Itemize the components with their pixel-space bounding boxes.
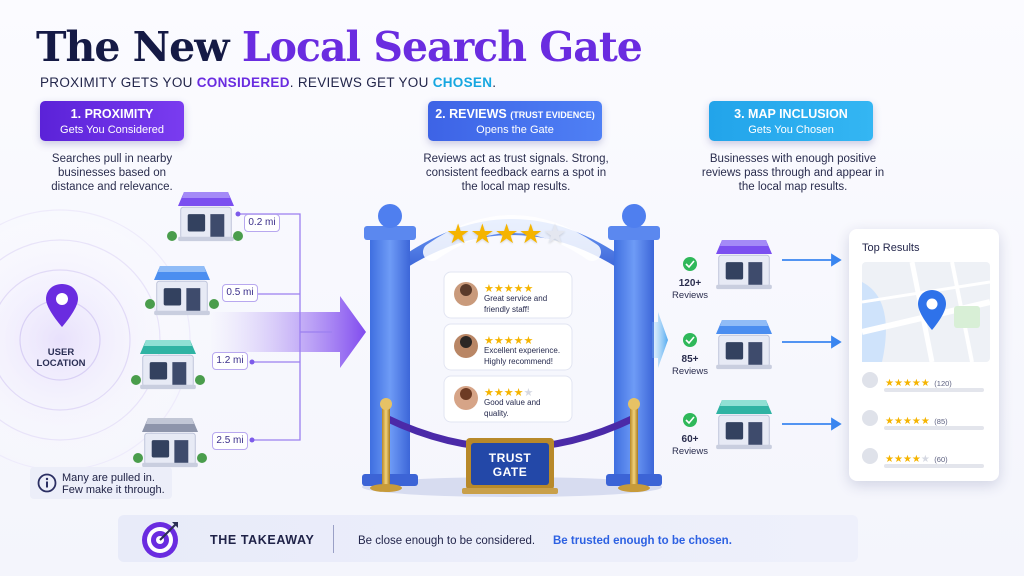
star-icon: ★ (542, 219, 568, 249)
takeaway-label: THE TAKEAWAY (210, 533, 315, 547)
trust-gate-sign (462, 438, 558, 494)
distance-label: 1.2 mi (212, 352, 248, 370)
takeaway-bar (118, 515, 858, 562)
check-icon (683, 413, 697, 427)
top-results-title: Top Results (862, 242, 920, 254)
info-note-text: Many are pulled in. Few make it through. (62, 472, 165, 496)
star-icon: ★ (493, 335, 504, 347)
star-icon: ★ (902, 378, 912, 389)
passed-review-count: 85+Reviews (672, 354, 708, 377)
star-icon: ★ (470, 219, 495, 249)
result-row-3-rating: ★★★★★ (60) (885, 454, 948, 465)
star-icon: ★ (523, 387, 534, 399)
star-icon: ★ (885, 454, 894, 465)
store-passed-2 (715, 320, 773, 370)
proximity-arrow-beam (210, 296, 366, 368)
passed-review-count: 60+Reviews (672, 434, 708, 457)
store-near-2 (145, 266, 219, 316)
user-location-pin-icon (46, 284, 78, 327)
trust-gate-structure (362, 204, 662, 497)
star-icon: ★ (523, 335, 534, 347)
star-icon: ★ (513, 387, 524, 399)
distance-label: 2.5 mi (212, 432, 248, 450)
star-icon: ★ (885, 416, 894, 427)
map-pin-icon (918, 290, 946, 330)
review-card-1 (443, 271, 573, 319)
star-icon: ★ (893, 378, 903, 389)
step-badge-map-inclusion: 3. MAP INCLUSION Gets You Chosen (709, 101, 873, 141)
store-passed-1 (715, 240, 773, 290)
results-map (862, 262, 990, 362)
map-inclusion-arrow-beam (652, 312, 668, 368)
star-icon: ★ (911, 454, 921, 465)
star-icon: ★ (494, 219, 519, 249)
step-description-map-inclusion: Businesses with enough positive reviews … (701, 153, 885, 193)
review-2-stars: ★★★★★ (484, 331, 533, 349)
store-near-4 (133, 418, 207, 468)
info-note (30, 467, 172, 499)
star-icon: ★ (484, 283, 494, 295)
result-row-1-rating: ★★★★★ (120) (885, 378, 952, 389)
star-icon: ★ (893, 416, 903, 427)
star-icon: ★ (503, 387, 514, 399)
star-icon: ★ (513, 283, 524, 295)
star-icon: ★ (911, 416, 921, 427)
star-icon: ★ (885, 378, 894, 389)
takeaway-line-2: Be trusted enough to be chosen. (553, 535, 732, 547)
star-icon: ★ (902, 454, 912, 465)
info-icon (37, 473, 57, 493)
takeaway-divider (333, 525, 334, 553)
store-near-1 (167, 192, 243, 242)
review-2-text: Excellent experience.Highly recommend! (484, 346, 561, 366)
step-badge-reviews: 2. REVIEWS (TRUST EVIDENCE) Opens the Ga… (428, 101, 602, 141)
target-icon (142, 522, 178, 558)
page-subtitle: PROXIMITY GETS YOU CONSIDERED. REVIEWS G… (40, 75, 497, 90)
star-icon: ★ (484, 387, 494, 399)
passed-review-count: 120+Reviews (672, 278, 708, 301)
star-icon: ★ (920, 378, 930, 389)
store-near-3 (131, 340, 205, 390)
star-icon: ★ (513, 335, 524, 347)
star-icon: ★ (902, 416, 912, 427)
star-icon: ★ (920, 416, 930, 427)
review-1-stars: ★★★★★ (484, 279, 533, 297)
page-title: The New Local Search Gate (36, 23, 643, 71)
check-icon (683, 257, 697, 271)
star-icon: ★ (518, 219, 543, 249)
step-description-proximity: Searches pull in nearby businesses based… (51, 153, 173, 193)
result-row-2-rating: ★★★★★ (85) (885, 416, 948, 427)
distance-label: 0.2 mi (244, 214, 280, 232)
review-card-2 (443, 323, 573, 371)
result-arrows (782, 253, 842, 431)
takeaway-line-1: Be close enough to be considered. (358, 535, 536, 547)
review-card-3 (443, 375, 573, 423)
star-icon: ★ (920, 454, 930, 465)
star-icon: ★ (523, 283, 534, 295)
distance-label: 0.5 mi (222, 284, 258, 302)
star-icon: ★ (893, 454, 903, 465)
star-icon: ★ (503, 335, 514, 347)
star-icon: ★ (493, 283, 504, 295)
step-badge-proximity: 1. PROXIMITY Gets You Considered (40, 101, 184, 141)
check-icon (683, 333, 697, 347)
user-location-label: USER LOCATION (36, 347, 86, 369)
star-icon: ★ (911, 378, 921, 389)
star-icon: ★ (503, 283, 514, 295)
review-3-stars: ★★★★★ (484, 383, 533, 401)
star-icon: ★ (484, 335, 494, 347)
trust-gate-label: TRUST GATE (488, 451, 532, 479)
results-list-skeleton (862, 372, 984, 468)
star-icon: ★ (446, 219, 471, 249)
store-passed-3 (715, 400, 773, 450)
star-icon: ★ (493, 387, 504, 399)
step-description-reviews: Reviews act as trust signals. Strong, co… (423, 153, 609, 193)
gate-arch-rating: ★★★★★ (446, 220, 582, 248)
